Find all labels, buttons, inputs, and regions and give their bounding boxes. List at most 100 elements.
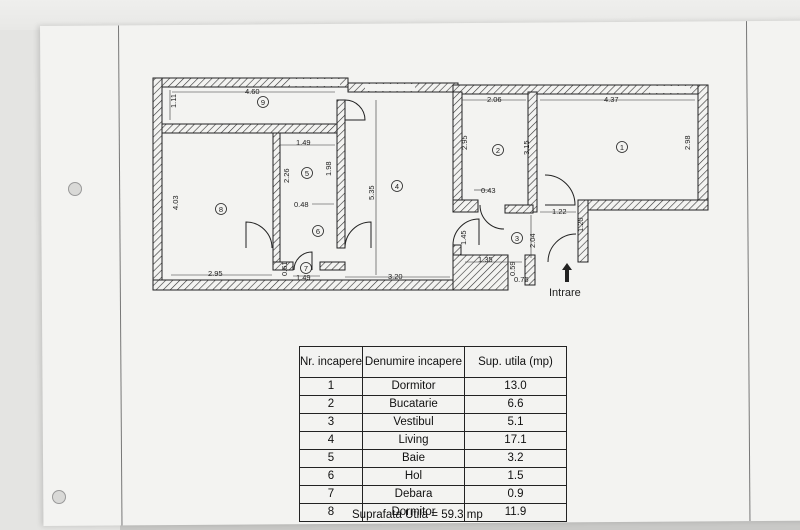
wall (504, 204, 534, 214)
wall (452, 91, 463, 213)
summary-unit: mp (466, 509, 483, 521)
room-number: 1 (620, 143, 624, 152)
dimension-label: 0.59 (508, 261, 517, 276)
dimension-label: 3.20 (388, 272, 403, 281)
binder-hole (52, 490, 66, 504)
dimension-label: 0.48 (294, 200, 309, 209)
cell-area: 17.1 (464, 431, 567, 450)
door-swing (547, 233, 577, 263)
room-number: 5 (305, 169, 309, 178)
dimension-label: 4.03 (171, 195, 180, 210)
cell-name: Vestibul (362, 413, 465, 432)
wall (161, 123, 338, 134)
wall (152, 77, 163, 291)
cell-area: 13.0 (464, 377, 567, 396)
dimension-label: 1.35 (478, 255, 493, 264)
dimension-label: 1.49 (296, 273, 311, 282)
door-swing (344, 221, 372, 249)
dimension-label: 1.22 (552, 207, 567, 216)
wall (697, 84, 709, 211)
room-number: 7 (304, 264, 308, 273)
wall (524, 254, 536, 286)
cell-nr: 2 (299, 395, 363, 414)
dimension-label: 2.98 (683, 135, 692, 150)
header-area: Sup. utila (mp) (464, 346, 567, 378)
cell-nr: 1 (299, 377, 363, 396)
dimension-label: 2.26 (282, 168, 291, 183)
wall (272, 132, 281, 264)
dimension-label: 0.43 (481, 186, 496, 195)
cell-name: Debara (362, 485, 465, 504)
dimension-label: 2.95 (460, 135, 469, 150)
dimension-label: 4.37 (604, 95, 619, 104)
room-number: 6 (316, 227, 320, 236)
wall (272, 261, 294, 271)
total-area-summary: Suprafata Utila = 59.3 mp (352, 509, 483, 521)
dimension-label: 2.04 (528, 233, 537, 248)
cell-nr: 3 (299, 413, 363, 432)
dimension-label: 4.60 (245, 87, 260, 96)
cell-area: 3.2 (464, 449, 567, 468)
dimension-label: 1.49 (296, 138, 311, 147)
cell-name: Bucatarie (362, 395, 465, 414)
wall (452, 254, 509, 291)
dimension-label: 1.98 (324, 161, 333, 176)
room-number: 8 (219, 205, 223, 214)
cell-area: 11.9 (464, 503, 567, 522)
cell-nr: 6 (299, 467, 363, 486)
cell-area: 6.6 (464, 395, 567, 414)
header-name: Denumire incapere (362, 346, 465, 378)
door-swing (452, 218, 480, 246)
wall (577, 199, 709, 211)
cell-area: 5.1 (464, 413, 567, 432)
room-number: 2 (496, 146, 500, 155)
dimension-label: 3.15 (522, 140, 531, 155)
door-swing (344, 99, 366, 121)
binder-hole (68, 182, 82, 196)
dimension-label: 0.76 (514, 275, 529, 284)
cell-area: 0.9 (464, 485, 567, 504)
cell-nr: 5 (299, 449, 363, 468)
dimension-label: 2.06 (487, 95, 502, 104)
wall (336, 99, 346, 249)
rooms-table: Nr. incapere Denumire incapere Sup. util… (299, 346, 567, 522)
door-swing (479, 204, 505, 230)
wall (319, 261, 346, 271)
table-header-row: Nr. incapere Denumire incapere Sup. util… (299, 346, 567, 378)
header-nr: Nr. incapere (299, 346, 363, 378)
dimension-label: 2.95 (208, 269, 223, 278)
room-number: 4 (395, 182, 399, 191)
door-swing (245, 221, 273, 249)
dimension-label: 1.20 (576, 217, 585, 232)
dimension-label: 1.11 (169, 94, 178, 108)
entrance-arrow-icon (562, 263, 572, 282)
dimension-label: 0.61 (280, 261, 289, 276)
entrance-label: Intrare (549, 287, 581, 299)
summary-value: 59.3 (441, 509, 464, 521)
dimension-label: 1.45 (459, 230, 468, 245)
cell-name: Dormitor (362, 377, 465, 396)
cell-name: Hol (362, 467, 465, 486)
summary-label: Suprafata Utila = (352, 509, 438, 521)
cell-nr: 7 (299, 485, 363, 504)
cell-name: Living (362, 431, 465, 450)
room-number: 9 (261, 98, 265, 107)
door-swing (544, 174, 576, 206)
wall (452, 199, 479, 213)
wall (577, 199, 589, 263)
cell-name: Baie (362, 449, 465, 468)
dimension-label: 5.35 (367, 185, 376, 200)
door-swing (293, 251, 313, 271)
cell-area: 1.5 (464, 467, 567, 486)
cell-nr: 4 (299, 431, 363, 450)
room-number: 3 (515, 234, 519, 243)
